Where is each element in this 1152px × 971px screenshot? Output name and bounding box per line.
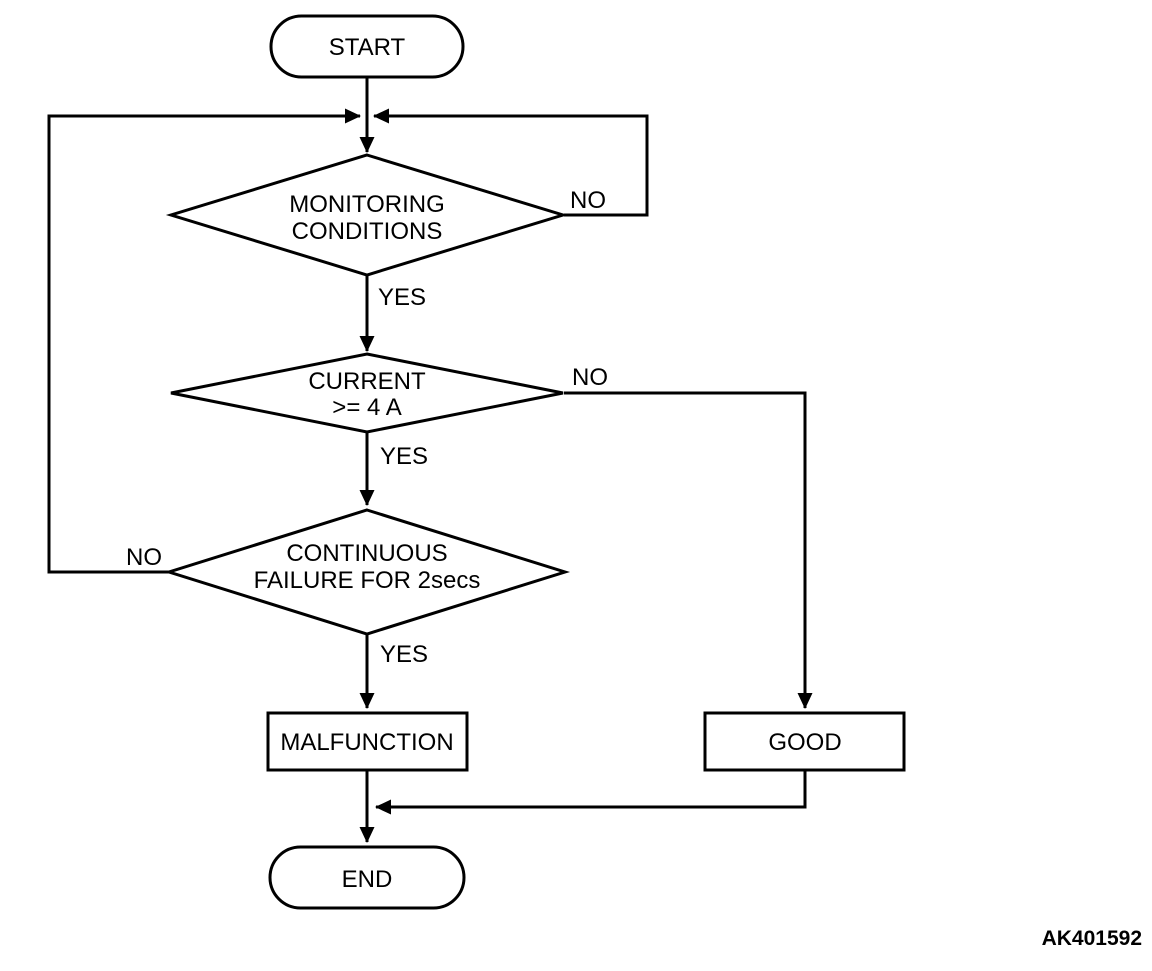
edge-current-no	[564, 391, 813, 709]
continuous-no-label: NO	[126, 544, 162, 571]
start-node	[269, 14, 465, 79]
continuous-decision	[163, 508, 571, 636]
figure-id: AK401592	[1042, 927, 1142, 950]
current-decision	[170, 352, 564, 434]
monitoring-label-line2: CONDITIONS	[292, 218, 443, 245]
edge-good-to-end	[375, 770, 807, 815]
start-label: START	[329, 34, 406, 61]
continuous-label-line2: FAILURE FOR 2secs	[254, 567, 481, 594]
end-node	[268, 845, 466, 910]
continuous-label-line1: CONTINUOUS	[286, 540, 447, 567]
monitoring-decision	[165, 153, 569, 277]
malfunction-label: MALFUNCTION	[280, 729, 453, 756]
edge-monitoring-no-loop	[373, 108, 649, 217]
end-label: END	[342, 866, 393, 893]
monitoring-no-label: NO	[570, 187, 606, 214]
good-label: GOOD	[768, 729, 841, 756]
current-label-line1: CURRENT	[308, 368, 426, 395]
monitoring-yes-label: YES	[378, 284, 426, 311]
good-node	[703, 711, 906, 772]
current-yes-label: YES	[380, 443, 428, 470]
current-no-label: NO	[572, 364, 608, 391]
monitoring-label-line1: MONITORING	[289, 191, 445, 218]
current-label-line2: >= 4 A	[332, 394, 401, 421]
malfunction-node	[266, 711, 469, 772]
continuous-yes-label: YES	[380, 641, 428, 668]
edge-continuous-no-loop	[47, 108, 361, 574]
